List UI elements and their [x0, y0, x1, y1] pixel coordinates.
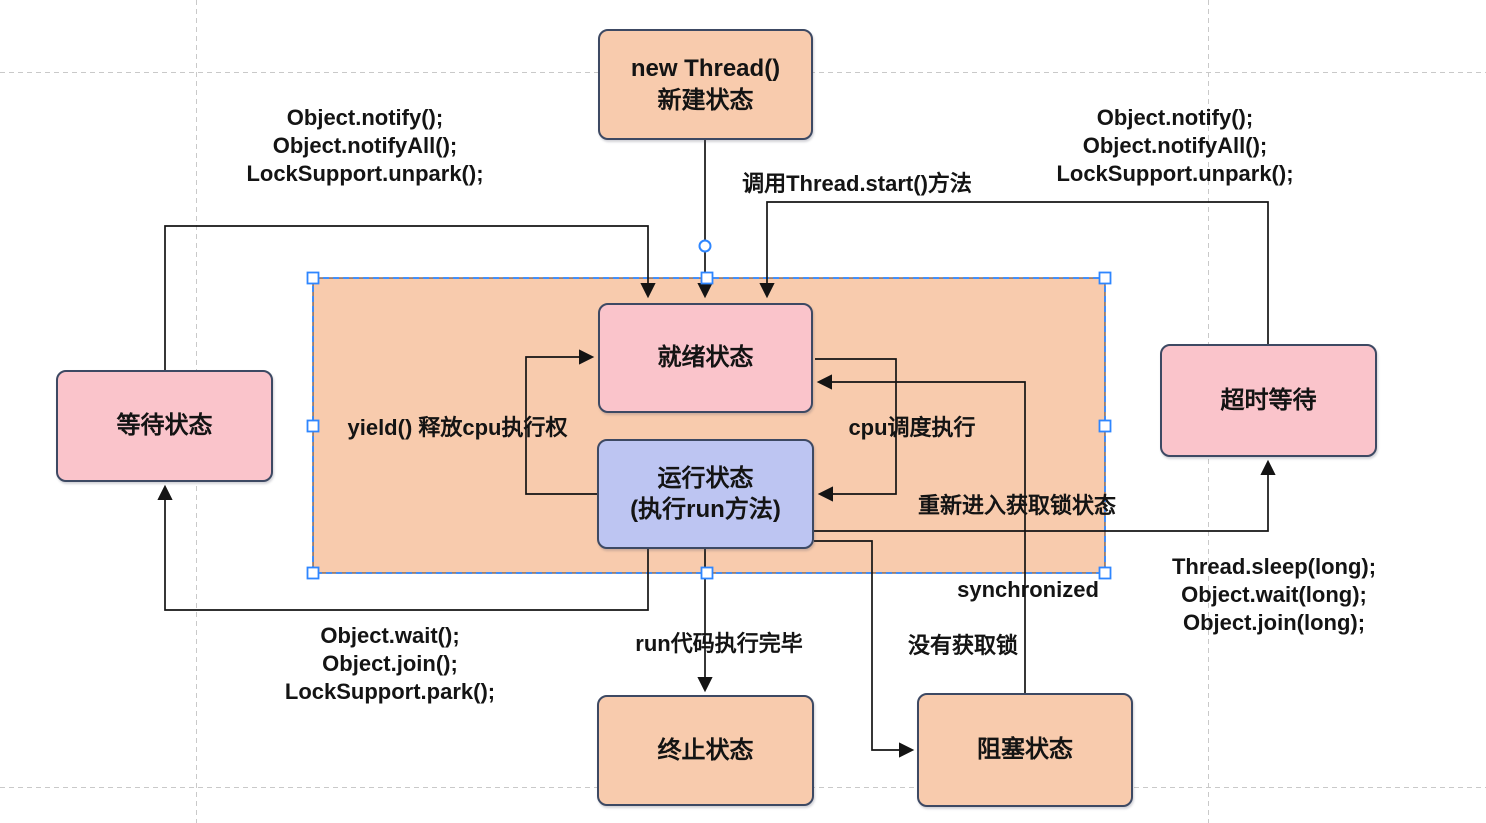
edge-label-wait-left[interactable]: Object.wait(); Object.join(); LockSuppor… [284, 623, 496, 704]
state-box-terminated[interactable]: 终止状态 [597, 695, 814, 806]
selection-handles [306, 271, 1112, 580]
edge-label-synchronized[interactable]: synchronized [957, 577, 1099, 602]
connector-timed-to-ready[interactable] [759, 201, 1269, 344]
edge-label-notify-left[interactable]: Object.notify(); Object.notifyAll(); Loc… [246, 105, 484, 186]
connector-running-to-ready-yield[interactable] [525, 349, 597, 495]
edge-label-no-lock[interactable]: 没有获取锁 [907, 633, 1018, 658]
edge-label-reacquire-lock[interactable]: 重新进入获取锁状态 [917, 493, 1116, 518]
connector-waiting-to-ready[interactable] [164, 225, 656, 370]
selection-handle-top-right[interactable] [1098, 271, 1112, 285]
edge-label-notify-right[interactable]: Object.notify(); Object.notifyAll(); Loc… [1056, 105, 1294, 186]
edge-label-cpu-schedule[interactable]: cpu调度执行 [848, 415, 976, 440]
connector-blocked-to-ready[interactable] [816, 374, 1026, 693]
connector-running-to-blocked[interactable] [814, 540, 915, 758]
edge-label-thread-start[interactable]: 调用Thread.start()方法 [742, 171, 972, 196]
selection-handle-mid-left[interactable] [306, 419, 320, 433]
edge-label-yield[interactable]: yield() 释放cpu执行权 [347, 415, 568, 440]
edge-label-run-done[interactable]: run代码执行完毕 [635, 631, 803, 656]
selection-handle-top-mid[interactable] [700, 271, 714, 285]
connectors [157, 140, 1276, 758]
selection-handle-bottom-mid[interactable] [700, 566, 714, 580]
connector-running-to-timed[interactable] [814, 459, 1276, 532]
selection-handle-bottom-right[interactable] [1098, 566, 1112, 580]
connection-endpoint-marker[interactable] [698, 239, 712, 253]
selection-handle-mid-right[interactable] [1098, 419, 1112, 433]
state-box-running[interactable]: 运行状态 (执行run方法) [597, 439, 814, 549]
selection-handle-bottom-left[interactable] [306, 566, 320, 580]
connector-ready-to-running[interactable] [815, 358, 897, 502]
selection-handle-top-left[interactable] [306, 271, 320, 285]
state-box-new-thread[interactable]: new Thread() 新建状态 [598, 29, 813, 140]
state-box-blocked[interactable]: 阻塞状态 [917, 693, 1133, 807]
edge-label-sleep-right[interactable]: Thread.sleep(long); Object.wait(long); O… [1171, 554, 1377, 635]
connector-running-to-waiting[interactable] [157, 484, 649, 611]
state-box-waiting[interactable]: 等待状态 [56, 370, 273, 482]
state-box-ready[interactable]: 就绪状态 [598, 303, 813, 413]
state-box-timed-waiting[interactable]: 超时等待 [1160, 344, 1377, 457]
